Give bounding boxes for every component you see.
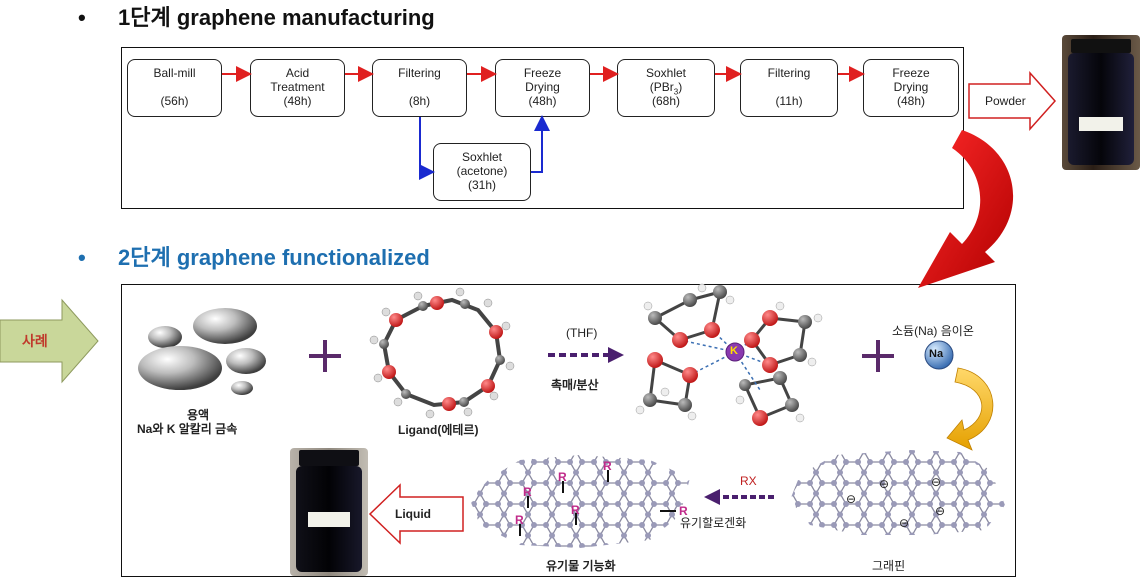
crown-ether-icon <box>369 287 515 419</box>
solvent-bottom-label: 촉매/분산 <box>551 378 599 392</box>
step-soxhlet-pbr3: Soxhlet(PBr3) (68h) <box>617 59 715 117</box>
r-group: R <box>571 503 580 517</box>
sodium-ion-label: 소듐(Na) 음이온 <box>892 324 974 338</box>
example-label: 사례 <box>22 333 48 349</box>
step-freeze-drying-1: Freeze Drying (48h) <box>495 59 590 117</box>
metal-droplets-icon <box>138 308 266 395</box>
stage1-heading-text: 1단계 graphene manufacturing <box>118 5 435 30</box>
negative-charge: ⊖ <box>899 516 910 530</box>
halogenation-label: 유기할로겐화 <box>680 516 747 530</box>
curved-red-arrow <box>918 130 1014 288</box>
stage2-heading: • 2단계 graphene functionalized <box>78 240 430 272</box>
liquid-label: Liquid <box>395 507 431 521</box>
powder-bottle-image <box>1062 35 1140 170</box>
negative-charge: ⊖ <box>846 492 857 506</box>
powder-arrow <box>968 71 1057 131</box>
liquid-arrow <box>368 483 464 545</box>
bullet: • <box>78 5 86 30</box>
sodium-ion-icon <box>924 340 954 370</box>
step-acid-treatment: Acid Treatment (48h) <box>250 59 345 117</box>
step-name: Filtering <box>767 66 811 80</box>
step-freeze-drying-2: Freeze Drying (48h) <box>863 59 959 117</box>
potassium-label: K <box>730 345 738 357</box>
r-group: R <box>603 459 612 473</box>
step-name: Soxhlet(PBr3) <box>645 66 687 97</box>
graphene-sheet-icon <box>790 450 1005 535</box>
step-duration: (48h) <box>283 94 312 108</box>
example-arrow <box>0 298 99 384</box>
sodium-label: Na <box>929 348 944 360</box>
step-duration: (48h) <box>528 94 557 108</box>
ligand-label: Ligand(에테르) <box>398 423 479 437</box>
negative-charge: ⊖ <box>879 477 890 491</box>
step-name: Freeze Drying <box>892 66 930 94</box>
negative-charge: ⊖ <box>931 475 942 489</box>
metal-label-line1: 용액 <box>187 408 210 422</box>
step-duration: (56h) <box>160 94 189 108</box>
step-duration: (31h) <box>467 178 496 192</box>
graphene-label: 그래핀 <box>872 559 906 573</box>
branch-arrows <box>419 115 550 180</box>
plus-icon <box>309 340 894 372</box>
powder-label: Powder <box>985 94 1026 108</box>
step-duration: (8h) <box>408 94 431 108</box>
k-complex-molecule-icon <box>635 283 823 426</box>
r-group: R <box>679 504 688 518</box>
step-name: Acid Treatment <box>270 66 325 94</box>
liquid-bottle-image <box>290 448 368 576</box>
step-duration: (68h) <box>651 94 680 108</box>
stage2-heading-text: 2단계 graphene functionalized <box>118 245 430 270</box>
rx-label: RX <box>740 474 757 488</box>
orange-curved-arrow <box>946 367 994 451</box>
functionalized-label: 유기물 기능화 <box>546 559 616 573</box>
step-name: Freeze Drying <box>523 66 562 94</box>
r-group: R <box>523 485 532 499</box>
functionalized-graphene-icon <box>470 455 690 548</box>
step-soxhlet-acetone: Soxhlet (acetone) (31h) <box>433 143 531 201</box>
r-group: R <box>515 513 524 527</box>
step-duration: (11h) <box>775 94 803 108</box>
step-filtering-2: Filtering (11h) <box>740 59 838 117</box>
step-name: Soxhlet (acetone) <box>456 150 508 178</box>
stage1-heading: • 1단계 graphene manufacturing <box>78 0 435 32</box>
step-name: Filtering <box>398 66 441 80</box>
negative-charge: ⊖ <box>935 504 946 518</box>
metal-label-line2: Na와 K 알칼리 금속 <box>137 422 238 436</box>
step-ball-mill: Ball-mill (56h) <box>127 59 222 117</box>
bullet: • <box>78 245 86 270</box>
step-duration: (48h) <box>896 94 925 108</box>
solvent-top-label: (THF) <box>566 326 598 340</box>
r-group: R <box>558 470 567 484</box>
step-name: Ball-mill <box>153 66 196 80</box>
step-filtering-1: Filtering (8h) <box>372 59 467 117</box>
